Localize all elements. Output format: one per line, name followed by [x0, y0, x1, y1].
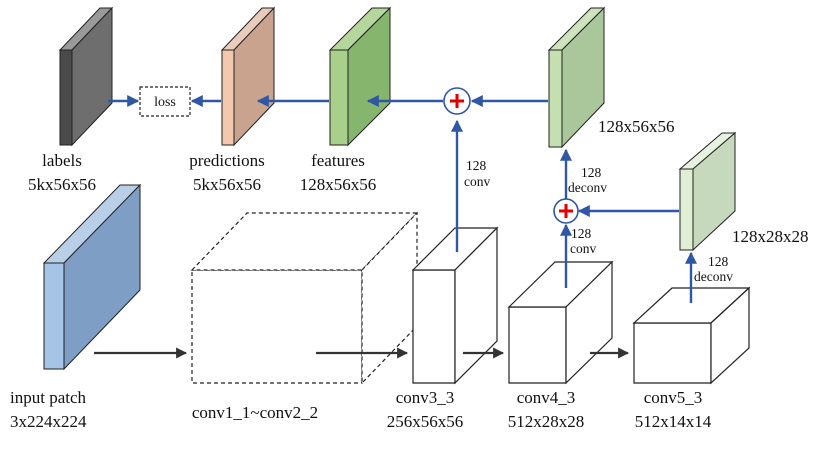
labels-block — [58, 6, 114, 147]
conv5-dims: 512x14x14 — [635, 412, 712, 431]
feature-arrows — [108, 95, 697, 303]
labels-name: labels — [42, 151, 82, 170]
loss-box: loss — [139, 86, 191, 117]
predictions-name: predictions — [189, 151, 265, 170]
conv5-name: conv5_3 — [644, 388, 703, 407]
plus-node-1 — [443, 87, 471, 115]
input-patch-block — [42, 183, 142, 371]
loss-label: loss — [154, 95, 176, 110]
deconv28-op-num: 128 — [708, 254, 729, 269]
feat56-dims: 128x56x56 — [598, 117, 675, 136]
feature-128x28x28-block — [678, 131, 737, 252]
deconv56-op-num: 128 — [581, 165, 602, 180]
predictions-block — [220, 6, 276, 147]
conv4-op-num: 128 — [571, 226, 592, 241]
conv4-name: conv4_3 — [517, 388, 576, 407]
input-name: input patch — [10, 388, 87, 407]
conv3-name: conv3_3 — [396, 388, 455, 407]
conv3-op-num: 128 — [466, 158, 487, 173]
conv4-op-name: conv — [570, 241, 596, 256]
plus-node-2 — [553, 198, 579, 224]
conv4-dims: 512x28x28 — [508, 412, 585, 431]
deconv28-op-name: deconv — [694, 269, 733, 284]
conv3-dims: 256x56x56 — [387, 412, 464, 431]
conv1-conv2-cube — [190, 211, 419, 385]
conv3-3-cube — [411, 226, 499, 385]
conv3-op-name: conv — [464, 174, 490, 189]
input-dims: 3x224x224 — [10, 412, 87, 431]
predictions-dims: 5kx56x56 — [193, 175, 261, 194]
features-dims: 128x56x56 — [300, 175, 377, 194]
feature-128x56x56-block — [547, 6, 606, 149]
conv12-name: conv1_1~conv2_2 — [192, 403, 318, 422]
features-name: features — [311, 151, 365, 170]
conv5-3-cube — [632, 286, 751, 385]
deconv56-op-name: deconv — [568, 180, 607, 195]
features-block — [328, 6, 392, 147]
feat28-dims: 128x28x28 — [732, 227, 809, 246]
labels-dims: 5kx56x56 — [28, 175, 96, 194]
conv4-3-cube — [507, 260, 614, 385]
